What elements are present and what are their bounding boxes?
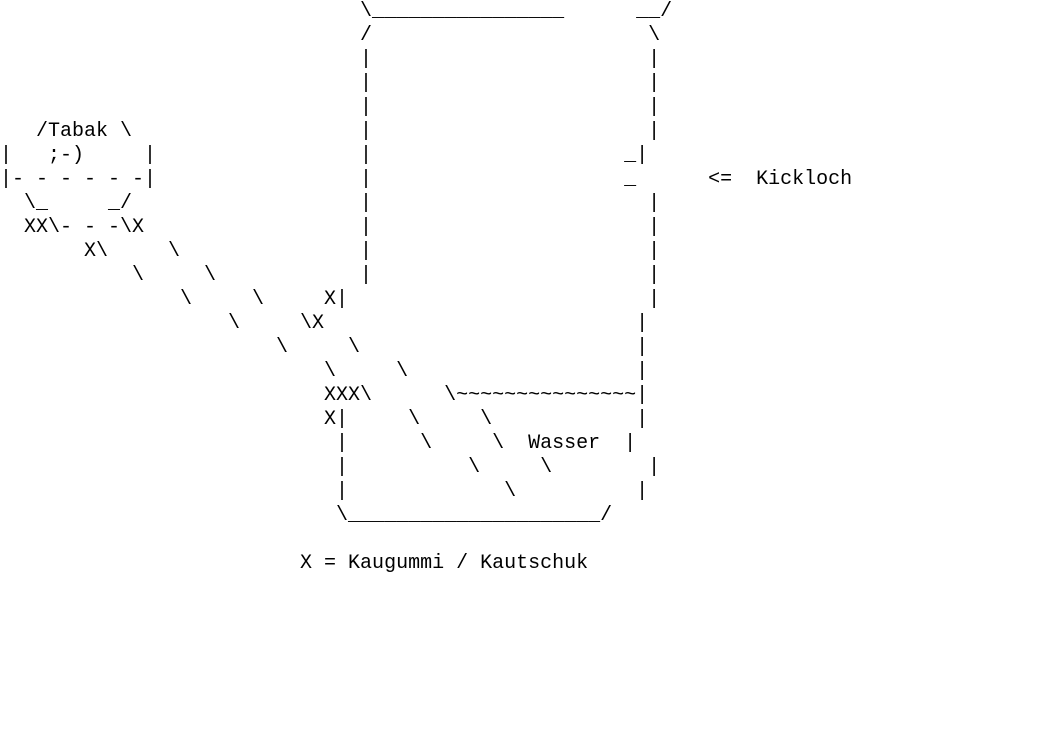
diagram-line: \ \ | [0,360,649,383]
diagram-line: X = Kaugummi / Kautschuk [0,552,589,575]
diagram-line: | | [0,96,661,119]
diagram-line: |- - - - - -| | _ <= Kickloch [0,168,853,191]
ascii-diagram: \________________ __/ / \ | | | | [0,0,853,575]
diagram-line: \________________ __/ [0,0,673,23]
diagram-line: XXX\ \~~~~~~~~~~~~~~~| [0,384,649,407]
diagram-line: / \ [0,24,661,47]
diagram-line [0,528,852,552]
diagram-line: \_ _/ | | [0,192,661,215]
diagram-line: \ \ | | [0,264,661,287]
diagram-line: | | [0,72,661,95]
diagram-line: | \ \ | [0,456,661,479]
diagram-line: \ \ X| | [0,288,661,311]
diagram-line: X\ \ | | [0,240,661,263]
diagram-line: | ;-) | | _| [0,144,649,167]
diagram-line: | | [0,48,661,71]
diagram-line: | \ \ Wasser | [0,432,637,455]
diagram-line: \ \X | [0,312,649,335]
diagram-line: X| \ \ | [0,408,649,431]
diagram-line: | \ | [0,480,649,503]
diagram-line: /Tabak \ | | [0,120,661,143]
diagram-line: \ \ | [0,336,649,359]
diagram-line: XX\- - -\X | | [0,216,661,239]
diagram-line: \_____________________/ [0,504,613,527]
